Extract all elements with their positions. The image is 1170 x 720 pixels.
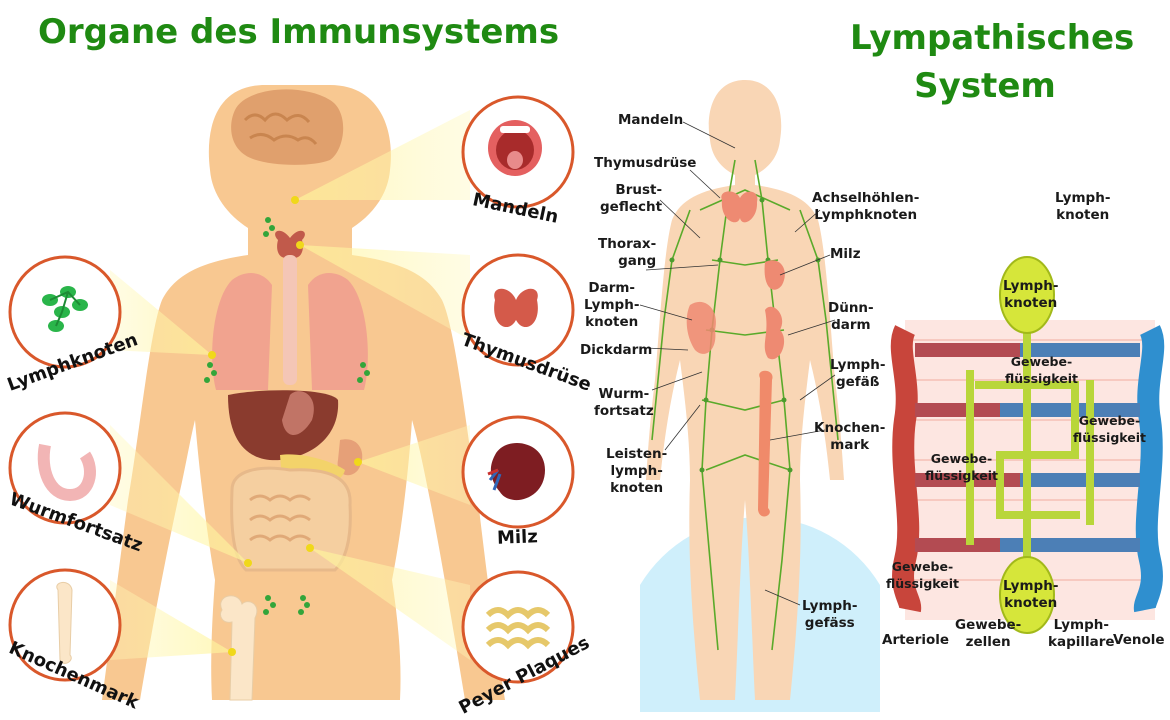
label-right-lymphknoten-top: Lymph- knoten: [1003, 278, 1059, 311]
label-mid-thoraxgang: Thorax- gang: [598, 236, 657, 269]
label-right-gewebefluessigkeit-2: Gewebe- flüssigkeit: [1073, 413, 1146, 445]
title-immune-organs: Organe des Immunsystems: [38, 12, 560, 52]
middle-body-silhouette: [646, 80, 844, 700]
label-mid-achselhoehlen: Achselhöhlen- Lymphknoten: [812, 190, 920, 223]
brain: [231, 89, 344, 165]
label-right-lymphknoten-bottom: Lymph- knoten: [1003, 578, 1059, 611]
label-mid-brustgeflecht: Brust- geflecht: [600, 182, 663, 215]
label-mid-wurmfortsatz: Wurm- fortsatz: [594, 386, 654, 419]
label-mid-duenndarm: Dünn- darm: [828, 300, 874, 333]
callout-beams: [110, 110, 470, 660]
label-mid-knochenmark: Knochen- mark: [814, 420, 886, 453]
label-mid-thymusdruese: Thymusdrüse: [594, 155, 697, 171]
lymph-capillaries: [966, 330, 1094, 575]
label-right-lymphkapillare: Lymph- kapillare: [1048, 617, 1115, 650]
circle-wurmfortsatz: [8, 411, 122, 525]
left-lymph-clusters: [204, 217, 370, 615]
circle-contents: [37, 120, 551, 664]
label-right-gewebefluessigkeit-4: Gewebe- flüssigkeit: [886, 559, 959, 591]
venole-vessel: [1133, 325, 1165, 613]
label-right-venole: Venole: [1113, 632, 1165, 648]
arteriole-vessel: [890, 325, 922, 613]
lymph-node-top: [999, 256, 1055, 334]
label-mid-milz: Milz: [830, 246, 861, 262]
lymph-node-bottom: [999, 556, 1055, 634]
label-mid-dickdarm: Dickdarm: [580, 342, 653, 358]
middle-pointer-lines: [639, 121, 836, 606]
label-mid-darm-lymphknoten: Darm- Lymph- knoten: [584, 280, 640, 330]
label-mid-mandeln: Mandeln: [618, 112, 684, 128]
label-milz: Milz: [496, 526, 539, 549]
label-mid-leistenlymphknoten: Leisten- lymph- knoten: [606, 446, 668, 496]
label-right-gewebezellen: Gewebe- zellen: [955, 617, 1022, 650]
label-right-arteriole: Arteriole: [882, 632, 950, 648]
label-right-gewebefluessigkeit-1: Gewebe- flüssigkeit: [1005, 354, 1078, 386]
title-lymphatic-system: Lympathisches System: [850, 18, 1135, 106]
label-right-lymphknoten-free: Lymph- knoten: [1055, 190, 1111, 223]
label-mid-lymphgefaess-2: Lymph- gefäss: [802, 598, 858, 631]
label-mid-lymphgefaess: Lymph- gefäß: [830, 357, 886, 390]
label-right-gewebefluessigkeit-3: Gewebe- flüssigkeit: [925, 451, 998, 483]
